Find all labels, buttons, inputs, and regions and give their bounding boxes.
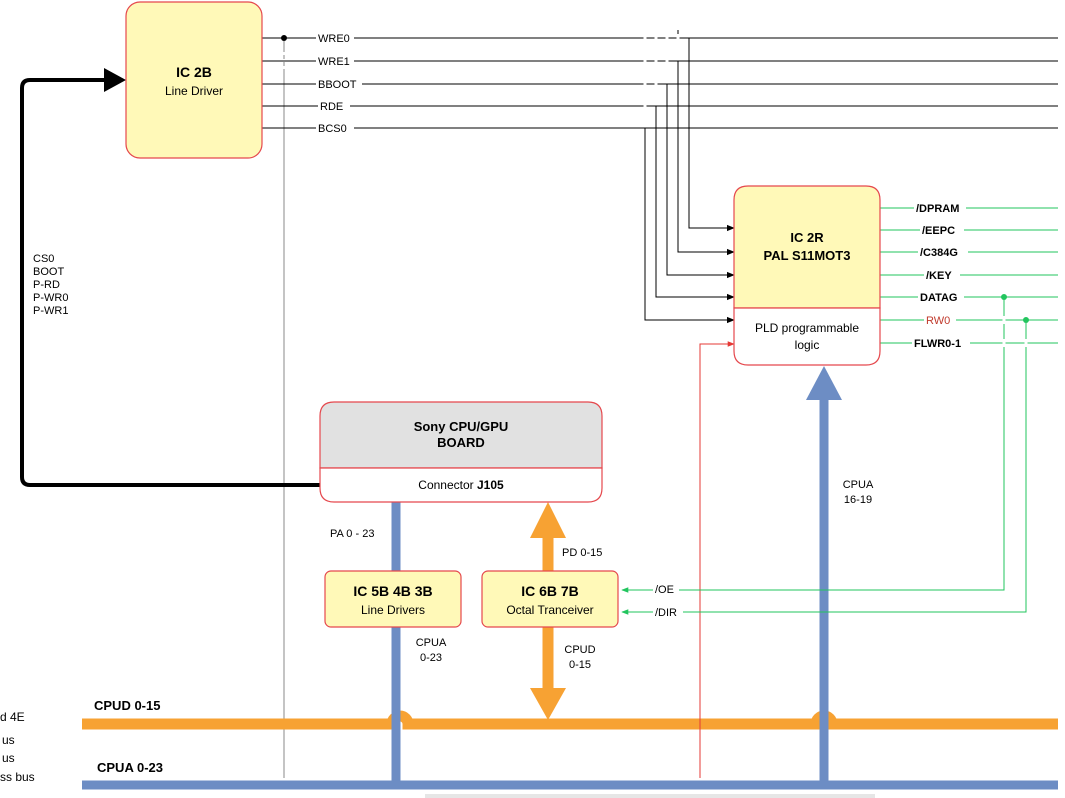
cpua-5b-label-1: CPUA — [416, 637, 447, 649]
cpua-2r-label-1: CPUA — [843, 479, 874, 491]
left-signal-cs0: CS0 — [33, 253, 54, 265]
ic5b-title: IC 5B 4B 3B — [353, 583, 432, 599]
ic2r-output-labels: /DPRAM /EEPC /C384G /KEY DATAG RW0 FLWR0… — [912, 202, 970, 350]
output-dpram: /DPRAM — [916, 203, 959, 215]
legend-fragments: d 4E us us ss bus — [0, 710, 35, 784]
legend-fragment-2: us — [2, 733, 15, 747]
cpud-6b-label-2: 0-15 — [569, 659, 591, 671]
signal-wre0: WRE0 — [318, 33, 350, 45]
pd-label: PD 0-15 — [562, 547, 602, 559]
output-rw0: RW0 — [926, 315, 950, 327]
legend-fragment-3: us — [2, 751, 15, 765]
signal-bcs0: BCS0 — [318, 123, 347, 135]
ic6b-subtitle: Octal Tranceiver — [506, 603, 593, 617]
connector-to-ic2b-path — [20, 78, 320, 487]
green-hops — [1002, 316, 1028, 347]
pa-label: PA 0 - 23 — [330, 528, 374, 540]
ic2r-input-lines — [644, 38, 735, 324]
output-eepc: /EEPC — [922, 225, 955, 237]
connector-label: Connector J105 — [418, 478, 504, 492]
ic6b-title: IC 6B 7B — [521, 583, 579, 599]
sony-board: Sony CPU/GPU BOARD Connector J105 — [319, 401, 603, 503]
red-wire — [699, 341, 735, 778]
left-signal-p-wr1: P-WR1 — [33, 305, 68, 317]
signal-wre1: WRE1 — [318, 56, 350, 68]
signal-rde: RDE — [320, 101, 343, 113]
legend-fragment-1: d 4E — [0, 710, 25, 724]
rw0-junction — [1023, 317, 1029, 323]
ic5b-subtitle: Line Drivers — [361, 603, 425, 617]
pd-arrow-up — [530, 502, 566, 538]
sony-title: Sony CPU/GPU — [414, 419, 509, 434]
oe-label: /OE — [655, 584, 674, 596]
signal-bboot: BBOOT — [318, 79, 357, 91]
ic2r-lower-line2: logic — [795, 338, 820, 352]
legend-fragment-4: ss bus — [0, 770, 35, 784]
line-hops — [643, 34, 680, 110]
pd-arrow-down — [530, 688, 566, 720]
junction-dot — [281, 35, 287, 41]
left-signal-boot: BOOT — [33, 266, 64, 278]
connector-name: J105 — [477, 478, 504, 492]
output-key: /KEY — [926, 270, 952, 282]
ic2b-title: IC 2B — [176, 64, 212, 80]
cpua-16-19-arrow — [806, 366, 842, 400]
cpua-5b-label-2: 0-23 — [420, 652, 442, 664]
datag-junction — [1001, 294, 1007, 300]
ic5b-box: IC 5B 4B 3B Line Drivers — [324, 570, 462, 628]
ic6b-box: IC 6B 7B Octal Tranceiver — [481, 570, 619, 628]
ic2r-part: PAL S11MOT3 — [764, 248, 851, 263]
cpud-6b-label-1: CPUD — [564, 644, 595, 656]
dir-label: /DIR — [655, 607, 677, 619]
ic2r-box: IC 2R PAL S11MOT3 PLD programmable logic — [733, 185, 881, 366]
bottom-strip — [425, 794, 875, 798]
left-signal-p-rd: P-RD — [33, 279, 60, 291]
ic2b-signal-labels: WRE0 WRE1 BBOOT RDE BCS0 — [316, 32, 362, 135]
ic2b-signal-lines — [262, 37, 1058, 129]
ic2r-title: IC 2R — [790, 230, 824, 245]
left-signal-p-wr0: P-WR0 — [33, 292, 68, 304]
cpud-bus-label: CPUD 0-15 — [94, 698, 160, 713]
output-c384g: /C384G — [920, 247, 958, 259]
sony-subtitle: BOARD — [437, 435, 485, 450]
ic2b-input-arrow — [104, 68, 126, 92]
ic2b-subtitle: Line Driver — [165, 84, 223, 98]
cpua-bus-label: CPUA 0-23 — [97, 760, 163, 775]
left-signal-list: CS0 BOOT P-RD P-WR0 P-WR1 — [33, 253, 68, 317]
cpua-2r-label-2: 16-19 — [844, 494, 872, 506]
ic2b-box: IC 2B Line Driver — [125, 1, 263, 159]
cpud-bus — [82, 710, 1058, 730]
output-datag: DATAG — [920, 292, 957, 304]
output-flwr0-1: FLWR0-1 — [914, 338, 961, 350]
ic2r-lower-line1: PLD programmable — [755, 321, 859, 335]
